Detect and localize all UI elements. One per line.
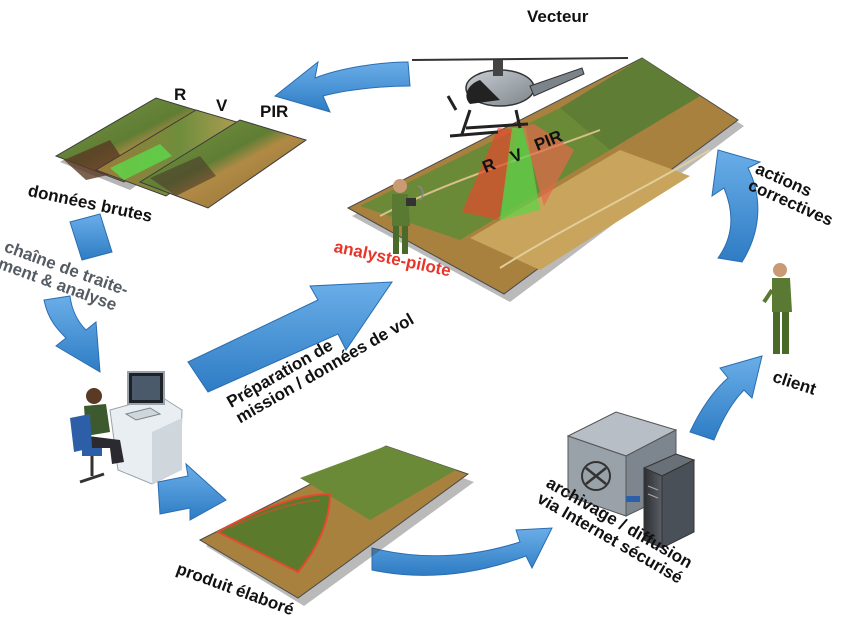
safe-server-icon [566,411,696,549]
raw-data-layers [54,97,308,209]
label-band-pir: PIR [260,102,289,121]
product-field [198,445,474,606]
arrow-corrective [711,149,762,263]
arrow-to-archive [371,527,553,576]
beam-r [462,128,518,220]
pilot-icon [392,179,424,254]
label-vecteur: Vecteur [527,7,589,26]
arrow-to-product [157,462,227,521]
beam-v [500,128,540,220]
operator-workstation-icon [70,371,183,485]
arrow-to-raw-data [273,60,411,113]
arrow-to-processing-1 [69,213,113,261]
client-person-icon [762,263,792,354]
arrow-to-processing-2 [43,295,101,373]
label-band-v: V [216,96,228,115]
label-band-r: R [174,85,187,104]
arrow-to-client [689,355,763,441]
helicopter-icon [411,57,629,138]
beam-pir [522,124,574,206]
arrow-preparation [187,281,393,393]
